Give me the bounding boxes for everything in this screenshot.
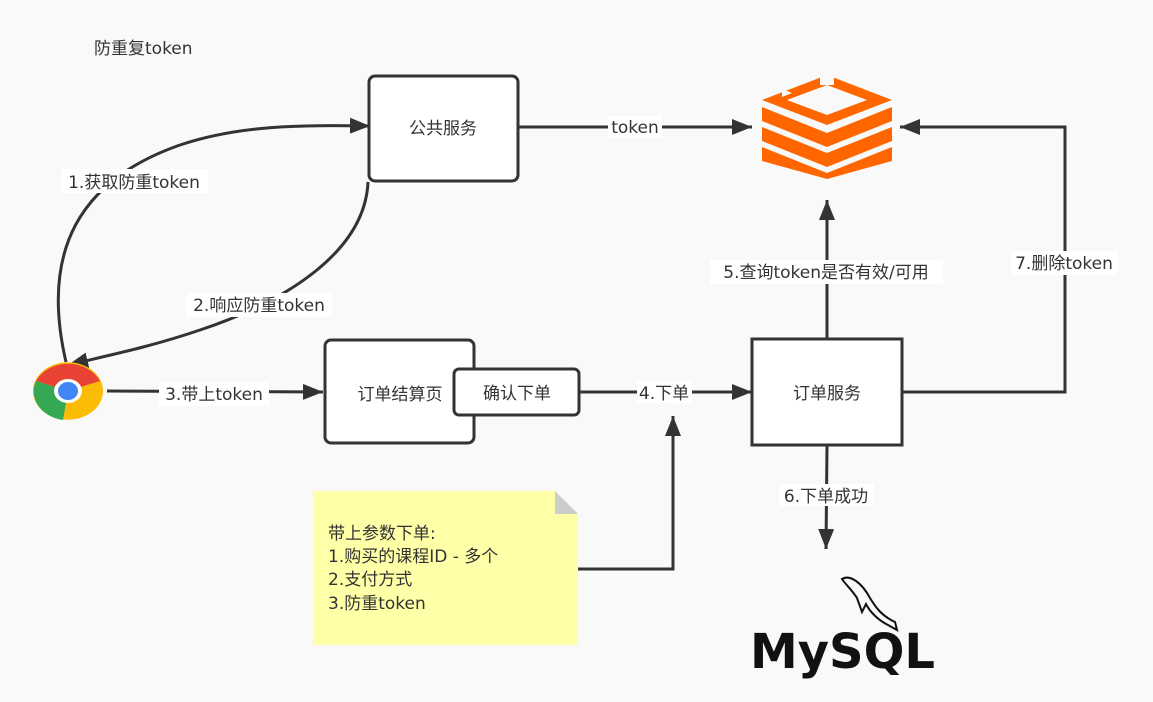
edge-label-place-order: 4.下单 [637, 381, 692, 404]
node-confirm-order[interactable]: 确认下单 [452, 367, 581, 417]
svg-text:4.下单: 4.下单 [639, 384, 689, 404]
edge-label-get-token: 1.获取防重token [61, 169, 208, 193]
node-confirm-order-label: 确认下单 [483, 384, 551, 404]
mysql-logo: MySQL [750, 576, 935, 680]
svg-text:7.删除token: 7.删除token [1015, 254, 1113, 274]
node-public-service[interactable]: 公共服务 [367, 74, 520, 183]
note-line-1: 带上参数下单: [328, 524, 436, 544]
node-checkout-page[interactable]: 订单结算页 [323, 338, 476, 445]
note-line-4: 3.防重token [328, 594, 426, 614]
mysql-logo-text: MySQL [750, 624, 935, 680]
edge-label-token: token [608, 116, 662, 138]
edge-get-token [56, 117, 371, 363]
svg-text:3.带上token: 3.带上token [165, 385, 263, 405]
chrome-browser-icon [33, 362, 103, 420]
svg-text:1.获取防重token: 1.获取防重token [68, 173, 200, 193]
svg-text:6.下单成功: 6.下单成功 [784, 487, 868, 507]
edge-note-to-order [578, 416, 681, 571]
edge-label-with-token: 3.带上token [159, 382, 269, 406]
node-checkout-page-label: 订单结算页 [358, 385, 443, 405]
diagram-title: 防重复token [94, 39, 193, 59]
svg-text:token: token [611, 118, 659, 138]
node-order-service-label: 订单服务 [793, 384, 861, 404]
redis-icon [762, 75, 892, 179]
edge-label-delete-token: 7.删除token [1011, 251, 1118, 275]
node-order-service[interactable]: 订单服务 [750, 337, 904, 447]
edge-label-order-success: 6.下单成功 [779, 484, 874, 507]
edge-label-query-token: 5.查询token是否有效/可用 [710, 260, 943, 284]
edge-label-respond-token: 2.响应防重token [186, 293, 332, 317]
edge-respond-token [67, 181, 370, 369]
svg-text:5.查询token是否有效/可用: 5.查询token是否有效/可用 [723, 263, 929, 283]
note-line-3: 2.支付方式 [328, 570, 412, 590]
node-public-service-label: 公共服务 [409, 119, 477, 139]
svg-text:2.响应防重token: 2.响应防重token [193, 296, 325, 316]
note-order-params: 带上参数下单: 1.购买的课程ID - 多个 2.支付方式 3.防重token [313, 491, 578, 645]
note-line-2: 1.购买的课程ID - 多个 [328, 547, 498, 567]
